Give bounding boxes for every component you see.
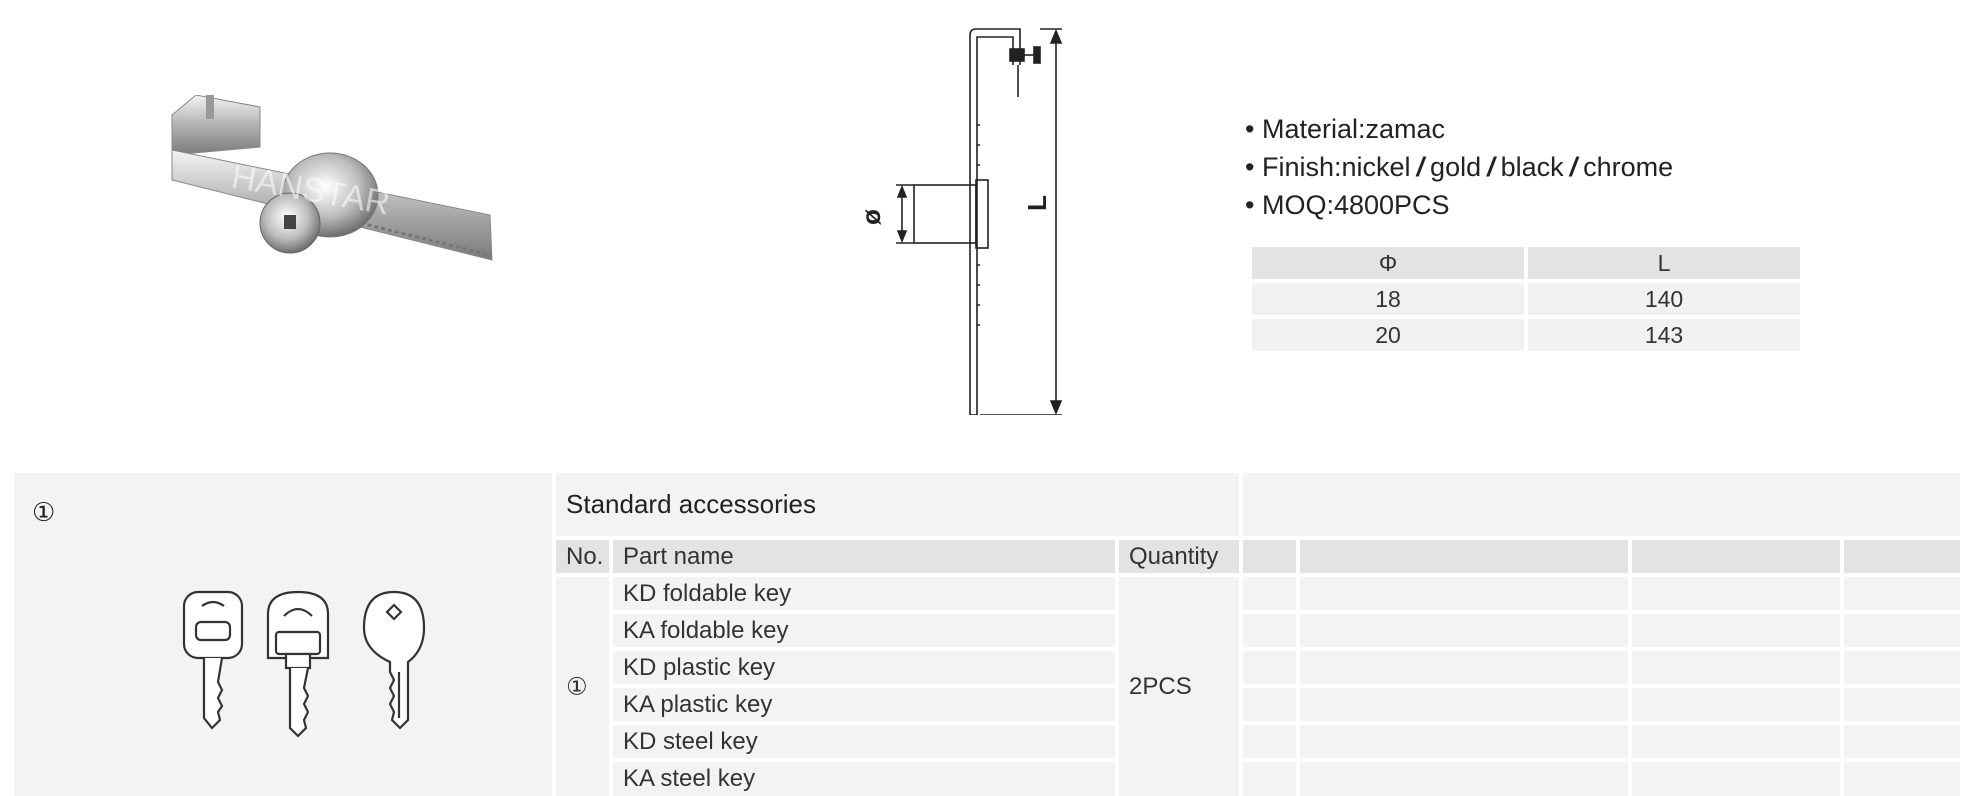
table-row: KD steel key: [613, 725, 1115, 758]
cell-length: 143: [1528, 319, 1800, 351]
blank-grid-cell: [1300, 614, 1628, 647]
blank-grid-cell: [1300, 725, 1628, 758]
blank-grid-cell: [1632, 762, 1840, 796]
blank-grid-cell: [1243, 577, 1296, 610]
blank-grid-cell: [1844, 614, 1960, 647]
column-header-no: No.: [556, 540, 609, 573]
steel-key-icon: [362, 590, 426, 730]
dimension-table-header: Φ L: [1252, 247, 1800, 279]
accessory-illustration-panel: ①: [14, 473, 552, 796]
cell-diameter: 18: [1252, 283, 1524, 315]
accessory-title: Standard accessories: [566, 489, 817, 519]
blank-grid-cell: [1632, 688, 1840, 721]
item-number-cell: ①: [556, 577, 609, 796]
blank-grid-cell: [1300, 577, 1628, 610]
table-row: KD foldable key: [613, 577, 1115, 610]
spec-finish: Finish:nickel/gold/black/chrome: [1245, 148, 1673, 186]
blank-grid-cell: [1243, 688, 1296, 721]
foldable-key-icon: [182, 590, 244, 730]
blank-grid-cell: [1844, 577, 1960, 610]
table-row: 18 140: [1252, 283, 1800, 315]
table-row: KA steel key: [613, 762, 1115, 796]
quantity-cell: 2PCS: [1119, 577, 1239, 796]
blank-grid-cell: [1632, 725, 1840, 758]
blank-grid-cell: [1632, 651, 1840, 684]
blank-grid-cell: [1844, 688, 1960, 721]
blank-header-cell: [1300, 540, 1628, 573]
technical-drawing: ø L: [856, 28, 1063, 415]
blank-grid-cell: [1844, 651, 1960, 684]
group-marker: ①: [32, 497, 56, 527]
column-header-part-name: Part name: [613, 540, 1115, 573]
blank-grid-cell: [1844, 725, 1960, 758]
spec-list: Material:zamac Finish:nickel/gold/black/…: [1245, 110, 1673, 224]
blank-grid-cell: [1632, 577, 1840, 610]
header-length: L: [1528, 247, 1800, 279]
blank-grid-cell: [1243, 725, 1296, 758]
blank-grid-cell: [1243, 614, 1296, 647]
blank-grid-cell: [1844, 762, 1960, 796]
blank-header-cell: [1632, 540, 1840, 573]
spec-moq: MOQ:4800PCS: [1245, 186, 1673, 224]
blank-header-cell: [1844, 540, 1960, 573]
column-header-quantity: Quantity: [1119, 540, 1239, 573]
header-diameter: Φ: [1252, 247, 1524, 279]
product-photo: HANSTAR: [171, 95, 493, 261]
blank-grid-cell: [1300, 762, 1628, 796]
table-row: KD plastic key: [613, 651, 1115, 684]
accessory-title-box: Standard accessories: [556, 473, 1239, 536]
blank-grid-cell: [1300, 651, 1628, 684]
blank-header-cell: [1243, 473, 1960, 536]
table-row: KA plastic key: [613, 688, 1115, 721]
cell-diameter: 20: [1252, 319, 1524, 351]
diameter-label: ø: [856, 209, 886, 225]
spec-material: Material:zamac: [1245, 110, 1673, 148]
blank-grid-cell: [1632, 614, 1840, 647]
blank-grid-cell: [1300, 688, 1628, 721]
cell-length: 140: [1528, 283, 1800, 315]
length-label: L: [1022, 195, 1052, 211]
dimension-table: Φ L 18 140 20 143: [1248, 243, 1804, 355]
blank-grid-cell: [1243, 651, 1296, 684]
keys-illustration: [182, 590, 426, 738]
plastic-key-icon: [266, 590, 330, 738]
table-row: KA foldable key: [613, 614, 1115, 647]
table-row: 20 143: [1252, 319, 1800, 351]
blank-header-cell: [1243, 540, 1296, 573]
blank-grid-cell: [1243, 762, 1296, 796]
